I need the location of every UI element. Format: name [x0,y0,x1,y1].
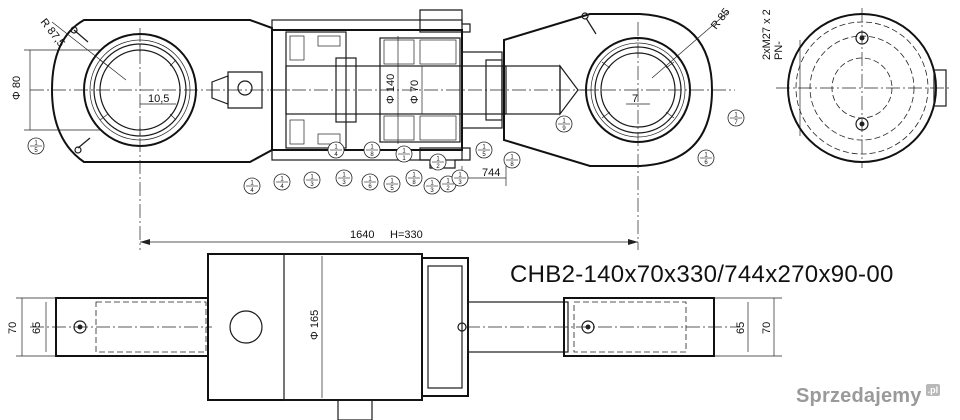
drawing-title: CHB2-140x70x330/744x270x90-00 [510,261,894,288]
callout-top-number: 1 [704,153,708,159]
callout-c7: 15 [383,175,401,193]
callout-bottom-number: 3 [458,180,462,186]
dim-1640: 1640 [350,229,374,241]
dim-70-left: 70 [7,322,19,334]
callout-top-number: 1 [458,173,462,179]
callout-top-number: 1 [412,173,416,179]
grease-nipple-bottom-left [74,137,91,154]
watermark-badge: .pl [925,384,941,396]
elevation-view: Φ 165 70 65 65 70 [7,253,782,420]
callout-top-number: 1 [280,177,284,183]
callout-c3: 14 [273,173,291,191]
dim-h-330: H=330 [390,229,423,241]
callout-c14: 16 [697,149,715,167]
callout-bottom-number: 3 [310,182,314,188]
callout-bottom-number: 5 [34,148,38,154]
pin-left-icon [73,320,87,334]
dim-thread: 2xM27 x 2 [761,9,773,60]
callout-c16: 12 [429,153,447,171]
callout-c5: 13 [335,169,353,187]
callout-top-number: 1 [402,149,406,155]
watermark: Sprzedajemy .pl [796,378,946,414]
callout-top-number: 1 [368,177,372,183]
callout-top-number: 1 [34,141,38,147]
sectional-view [30,8,950,250]
dim-pn: PN- [773,41,785,60]
callout-bottom-number: 6 [368,184,372,190]
callout-c1: 15 [27,137,45,155]
callout-bottom-number: 7 [734,120,738,126]
callout-top-number: 1 [510,155,514,161]
callout-bottom-number: 2 [446,186,450,192]
callout-top-number: 1 [562,119,566,125]
callout-top-number: 1 [370,145,374,151]
callout-c2: 14 [243,177,261,195]
dim-744: 744 [482,167,500,179]
callout-bottom-number: 8 [510,162,514,168]
callout-top-number: 1 [430,181,434,187]
callout-top-number: 1 [342,173,346,179]
callout-c17: 13 [451,169,469,187]
dim-10-5: 10,5 [148,93,169,105]
callout-bottom-number: 4 [334,152,338,158]
gland-elevation [421,257,469,397]
callout-bottom-number: 1 [402,156,406,162]
callout-c6: 16 [361,173,379,191]
dim-dia-165: Φ 165 [309,310,321,340]
dim-7: 7 [632,93,638,105]
piston-rod-inner [285,65,507,115]
left-eye-body [50,19,273,163]
callout-top-number: 1 [446,179,450,185]
dim-r-left: R 87,5 [38,16,67,49]
callout-c20: 18 [363,141,381,159]
port-top-icon [855,31,869,45]
callout-c15: 17 [727,109,745,127]
port-hole [229,310,263,344]
callout-bottom-number: 4 [280,184,284,190]
port-bottom-icon [855,117,869,131]
watermark-text: Sprzedajemy [796,384,922,407]
right-eye-body [503,13,714,167]
callout-bottom-number: 3 [342,180,346,186]
callout-bottom-number: 5 [390,186,394,192]
callout-c18: 11 [395,145,413,163]
callout-bottom-number: 8 [412,180,416,186]
dim-r-right: R 85 [709,6,733,32]
barrel-top-wall [271,19,463,31]
dim-70-right: 70 [761,322,773,334]
pin-right-icon [581,320,595,334]
callout-bottom-number: 5 [482,152,486,158]
callout-top-number: 1 [436,157,440,163]
callout-bottom-number: 9 [562,126,566,132]
callout-top-number: 1 [390,179,394,185]
dim-dia-140: Φ 140 [385,74,397,104]
callout-c4: 13 [303,171,321,189]
callout-c13: 19 [555,115,573,133]
callout-bottom-number: 3 [430,188,434,194]
callout-c9: 13 [423,177,441,195]
callout-bottom-number: 6 [704,160,708,166]
grease-nipple-top-left [70,26,89,43]
dim-65-left: 65 [31,322,43,334]
dim-dia-70: Φ 70 [409,80,421,104]
callout-top-number: 1 [310,175,314,181]
dim-dia-80: Φ 80 [11,76,23,100]
callout-top-number: 1 [250,181,254,187]
end-view [776,8,950,168]
callout-bottom-number: 4 [250,188,254,194]
grease-nipple-right [581,12,597,35]
callout-c11: 15 [475,141,493,159]
callout-bottom-number: 8 [370,152,374,158]
callout-top-number: 1 [334,145,338,151]
callout-c19: 14 [327,141,345,159]
callout-top-number: 1 [734,113,738,119]
callout-bottom-number: 2 [436,164,440,170]
dim-65-right: 65 [735,322,747,334]
callout-c12: 18 [503,151,521,169]
callout-top-number: 1 [482,145,486,151]
callout-c8: 18 [405,169,423,187]
